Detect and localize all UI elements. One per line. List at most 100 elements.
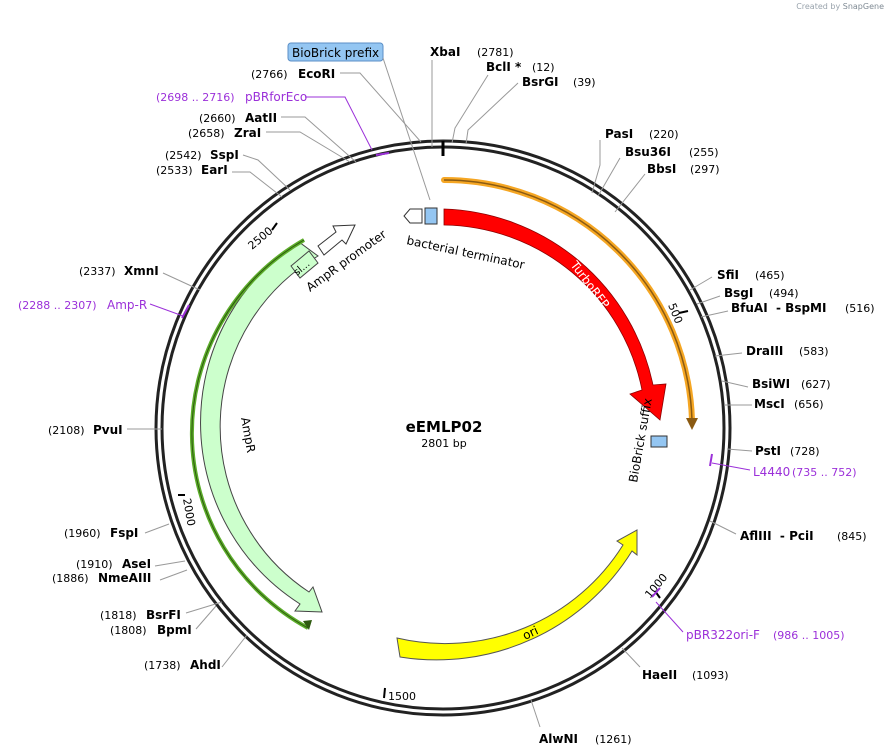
leader-sspi bbox=[242, 154, 291, 191]
leader-xmni bbox=[162, 272, 201, 291]
primer-pbr322ori-mark[interactable] bbox=[651, 587, 661, 598]
primer-ampr-mark[interactable] bbox=[181, 304, 190, 319]
site-psti-pos: (728) bbox=[790, 445, 820, 458]
site-sspi[interactable]: SspI bbox=[210, 148, 239, 162]
site-zrai[interactable]: ZraI bbox=[234, 126, 261, 140]
site-bpmi-pos: (1808) bbox=[110, 624, 147, 637]
leader-asei bbox=[154, 560, 186, 567]
site-pvui[interactable]: PvuI bbox=[93, 423, 123, 437]
ampr-promoter-feature[interactable] bbox=[317, 224, 356, 256]
leader-ecori bbox=[340, 72, 422, 143]
site-aatii[interactable]: AatII bbox=[245, 111, 277, 125]
site-nmeaiii[interactable]: NmeAIII bbox=[98, 571, 151, 585]
site-bcli[interactable]: BclI * bbox=[486, 60, 522, 74]
leader-afliii bbox=[709, 520, 737, 535]
site-bcli-pos: (12) bbox=[532, 61, 555, 74]
biobrick-prefix-box[interactable] bbox=[424, 207, 438, 225]
site-bsgi[interactable]: BsgI bbox=[724, 286, 753, 300]
primer-l4440-leader bbox=[711, 462, 751, 471]
biobrick-prefix-pill[interactable] bbox=[287, 42, 384, 62]
watermark-prefix: Created by bbox=[796, 2, 841, 11]
leader-fspi bbox=[144, 523, 170, 534]
site-sspi-pos: (2542) bbox=[165, 149, 202, 162]
site-bsrfi[interactable]: BsrFI bbox=[146, 608, 181, 622]
site-asei[interactable]: AseI bbox=[122, 557, 151, 571]
leader-aatii bbox=[281, 116, 357, 163]
site-bsiwi-pos: (627) bbox=[801, 378, 831, 391]
ampr-label: AmpR bbox=[238, 416, 258, 454]
primer-l4440-mark[interactable] bbox=[709, 453, 713, 467]
site-ahdi-pos: (1738) bbox=[144, 659, 181, 672]
site-draiii-pos: (583) bbox=[799, 345, 829, 358]
leader-bsiwi bbox=[721, 380, 749, 388]
site-bsrfi-pos: (1818) bbox=[100, 609, 137, 622]
primer-pbrforeco-leader bbox=[305, 96, 373, 151]
site-bpmi[interactable]: BpmI bbox=[157, 623, 192, 637]
site-bsrgi[interactable]: BsrGI bbox=[522, 75, 559, 89]
ori-feature[interactable] bbox=[396, 529, 638, 661]
site-eari[interactable]: EarI bbox=[201, 163, 228, 177]
site-alwni[interactable]: AlwNI bbox=[539, 732, 578, 746]
site-xbai[interactable]: XbaI bbox=[430, 45, 460, 59]
site-pasi[interactable]: PasI bbox=[605, 127, 633, 141]
primer-ampr-name[interactable]: Amp-R bbox=[107, 298, 147, 312]
leader-draiii bbox=[714, 352, 743, 357]
leader-bsu36i bbox=[597, 157, 621, 197]
orange-feature-arrowhead bbox=[686, 418, 698, 430]
biobrick-suffix-label: BioBrick suffix bbox=[626, 397, 655, 483]
site-aatii-pos: (2660) bbox=[199, 112, 236, 125]
primer-pbrforeco-name[interactable]: pBRforEco bbox=[245, 90, 307, 104]
site-afliii-pcii[interactable]: AflIII - PciI bbox=[740, 529, 814, 543]
primer-ampr-leader bbox=[149, 303, 184, 317]
site-msci[interactable]: MscI bbox=[754, 397, 785, 411]
ampr-outer-stripe-line bbox=[191, 239, 309, 629]
site-sfii-pos: (465) bbox=[755, 269, 785, 282]
bacterial-terminator-label: bacterial terminator bbox=[405, 233, 526, 272]
site-draiii[interactable]: DraIII bbox=[746, 344, 783, 358]
leader-eari bbox=[232, 171, 283, 198]
site-sfii[interactable]: SfiI bbox=[717, 268, 739, 282]
site-bsu36i[interactable]: Bsu36I bbox=[625, 145, 671, 159]
leader-bcli bbox=[451, 74, 489, 144]
ampr-feature[interactable] bbox=[200, 241, 323, 613]
site-haeii[interactable]: HaeII bbox=[642, 668, 677, 682]
primer-pbrforeco-mark[interactable] bbox=[375, 152, 390, 156]
site-xbai-pos: (2781) bbox=[477, 46, 514, 59]
site-ahdi[interactable]: AhdI bbox=[190, 658, 221, 672]
turborfp-feature[interactable] bbox=[443, 208, 667, 421]
snapgene-watermark: Created by SnapGene bbox=[796, 2, 884, 11]
site-bsu36i-pos: (255) bbox=[689, 146, 719, 159]
site-bsiwi[interactable]: BsiWI bbox=[752, 377, 790, 391]
site-bfuai-bspmi-pos: (516) bbox=[845, 302, 875, 315]
site-fspi[interactable]: FspI bbox=[110, 526, 138, 540]
leader-bsgi bbox=[696, 295, 721, 305]
leader-haeii bbox=[621, 647, 641, 668]
site-bbsi[interactable]: BbsI bbox=[647, 162, 676, 176]
primer-ampr-range: (2288 .. 2307) bbox=[18, 299, 97, 312]
site-afliii-pcii-pos: (845) bbox=[837, 530, 867, 543]
biobrick-prefix-label: BioBrick prefix bbox=[292, 46, 379, 60]
leader-bsrfi bbox=[185, 601, 223, 614]
primer-pbr322ori-name[interactable]: pBR322ori-F bbox=[686, 628, 760, 642]
turborfp-label: TurboRFP bbox=[567, 258, 612, 312]
primers: (2698 .. 2716) pBRforEco (2288 .. 2307) … bbox=[18, 90, 857, 642]
primer-pbrforeco-range: (2698 .. 2716) bbox=[156, 91, 235, 104]
watermark-brand: SnapGene bbox=[842, 2, 884, 11]
leader-zrai bbox=[266, 131, 351, 163]
biobrick-suffix-box[interactable] bbox=[650, 435, 668, 448]
leader-ahdi bbox=[221, 634, 248, 668]
leader-bsrgi bbox=[465, 82, 519, 145]
site-haeii-pos: (1093) bbox=[692, 669, 729, 682]
site-xmni[interactable]: XmnI bbox=[124, 264, 159, 278]
leader-pasi bbox=[591, 140, 601, 194]
leader-bfuai bbox=[700, 310, 729, 318]
primer-l4440-name[interactable]: L4440 bbox=[753, 465, 790, 479]
bacterial-terminator-feature[interactable] bbox=[403, 208, 423, 224]
leader-sfii bbox=[689, 276, 713, 291]
sl-feature[interactable] bbox=[290, 250, 319, 279]
site-ecori[interactable]: EcoRI bbox=[298, 67, 335, 81]
site-bfuai-bspmi[interactable]: BfuAI - BspMI bbox=[731, 301, 826, 315]
tick-2500 bbox=[271, 222, 278, 231]
site-psti[interactable]: PstI bbox=[755, 444, 781, 458]
